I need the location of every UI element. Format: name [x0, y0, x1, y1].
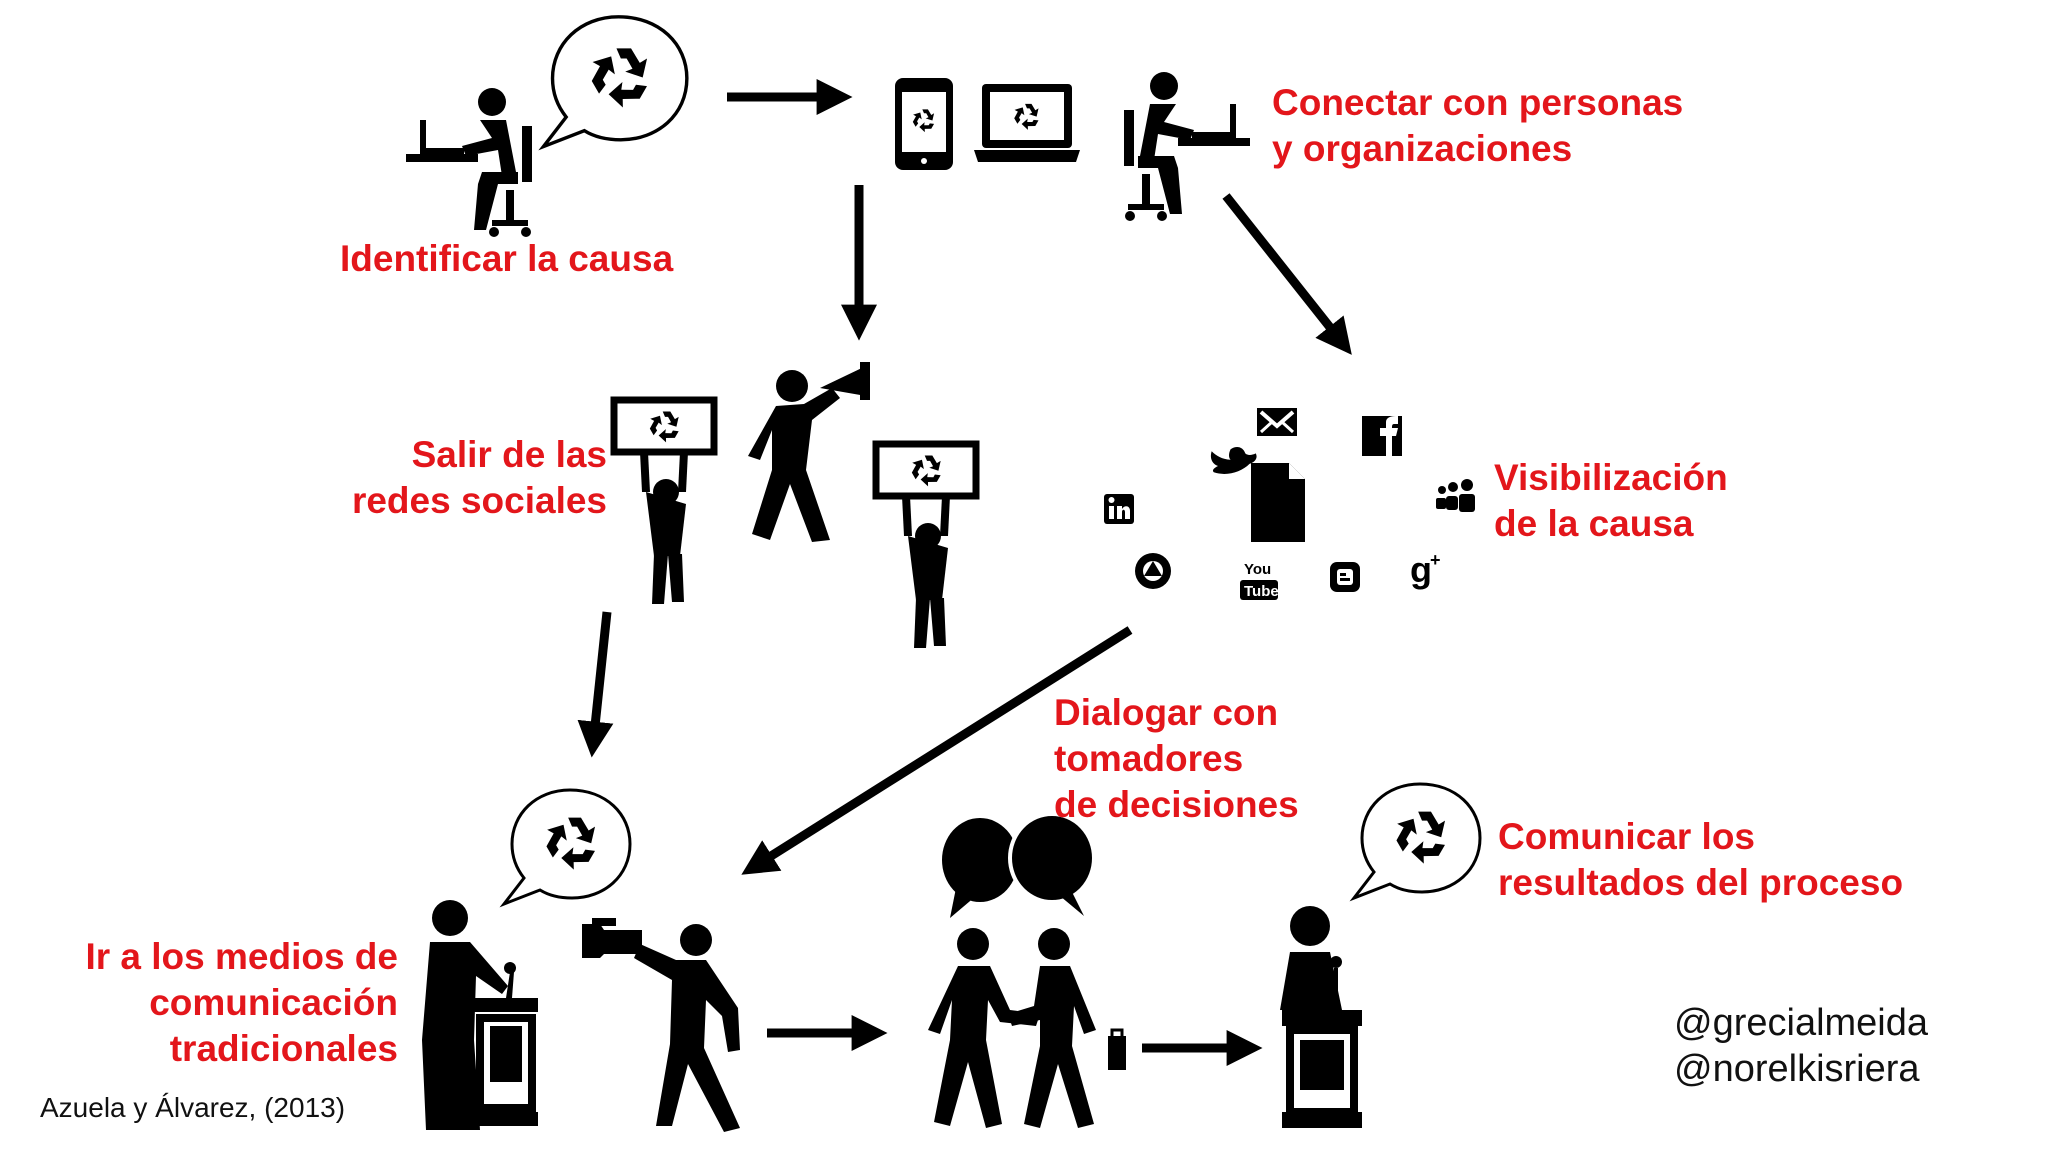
picasa-icon: [1135, 553, 1171, 589]
identify-speech-bubble-icon: [543, 17, 686, 147]
step-media-line-2: comunicación: [149, 982, 398, 1023]
megaphone-person-icon: [748, 362, 870, 542]
step-media-line-1: Ir a los medios de: [85, 936, 398, 977]
podium-person-icon: [422, 900, 538, 1130]
arrow-connect-to-visibility: [1222, 193, 1352, 355]
citation: Azuela y Álvarez, (2013): [40, 1092, 346, 1123]
step-dialogue-label: Dialogar con tomadores de decisiones: [1054, 690, 1299, 828]
step-communicate-line-2: resultados del proceso: [1498, 862, 1904, 903]
step-dialogue-line-2: tomadores: [1054, 738, 1244, 779]
step-visibility-line-1: Visibilización: [1494, 457, 1728, 498]
step-go-out-line-1: Salir de las: [411, 434, 607, 475]
author-handles: @grecialmeida @norelkisriera: [1674, 1000, 1928, 1092]
svg-text:Tube: Tube: [1244, 583, 1279, 600]
email-icon: [1257, 408, 1297, 436]
desk-person-icon: [406, 88, 532, 237]
step-media-line-3: tradicionales: [169, 1028, 398, 1069]
youtube-icon: You Tube: [1240, 561, 1279, 600]
protester-sign-icon: [614, 400, 714, 604]
go-out-figure: [614, 362, 976, 648]
handshake-people-icon: [928, 928, 1126, 1128]
step-go-out-label: Salir de las redes sociales: [352, 432, 607, 524]
identify-figure: [406, 17, 687, 237]
step-visibility-line-2: de la causa: [1494, 503, 1694, 544]
media-figure: [422, 790, 740, 1132]
step-connect-line-1: Conectar con personas: [1272, 82, 1684, 123]
laptop-icon: [974, 84, 1080, 162]
social-icons: You Tube g +: [1104, 408, 1475, 600]
google-plus-icon: g +: [1410, 549, 1441, 590]
blogger-icon: [1330, 562, 1360, 592]
step-connect-line-2: y organizaciones: [1272, 128, 1573, 169]
arrow-visibility-to-media: [741, 626, 1133, 875]
speech-bubble-icon: [942, 812, 1096, 918]
step-visibility-label: Visibilización de la causa: [1494, 455, 1728, 547]
linkedin-icon: [1104, 494, 1134, 524]
step-connect-label: Conectar con personas y organizaciones: [1272, 80, 1683, 172]
camera-person-icon: [582, 918, 740, 1132]
communicate-speech-bubble-icon: [1354, 784, 1480, 898]
svg-text:g: g: [1410, 549, 1432, 590]
podium-speaker-icon: [1280, 906, 1362, 1128]
facebook-icon: [1362, 416, 1402, 456]
flow-arrows: [577, 79, 1352, 1066]
step-media-label: Ir a los medios de comunicación tradicio…: [85, 934, 398, 1072]
smartphone-icon: [895, 78, 953, 170]
svg-text:You: You: [1244, 561, 1271, 578]
step-identify-label: Identificar la causa: [340, 238, 674, 279]
step-communicate-label: Comunicar los resultados del proceso: [1498, 814, 1903, 906]
communicate-figure: [1280, 784, 1480, 1128]
step-communicate-line-1: Comunicar los: [1498, 816, 1755, 857]
step-dialogue-line-3: de decisiones: [1054, 784, 1299, 825]
media-speech-bubble-icon: [504, 790, 630, 904]
dialogue-figure: [928, 812, 1126, 1128]
author-handle-1: @grecialmeida: [1674, 1002, 1929, 1044]
myspace-icon: [1436, 479, 1475, 512]
author-handle-2: @norelkisriera: [1674, 1048, 1920, 1090]
svg-text:+: +: [1430, 550, 1441, 570]
twitter-icon: [1210, 447, 1257, 474]
step-dialogue-line-1: Dialogar con: [1054, 692, 1279, 733]
arrow-go-out-to-media: [577, 611, 614, 758]
devices-figure: [895, 78, 1080, 170]
document-icon: [1251, 463, 1305, 542]
protester-sign-icon: [876, 444, 976, 648]
step-go-out-line-2: redes sociales: [351, 480, 607, 521]
